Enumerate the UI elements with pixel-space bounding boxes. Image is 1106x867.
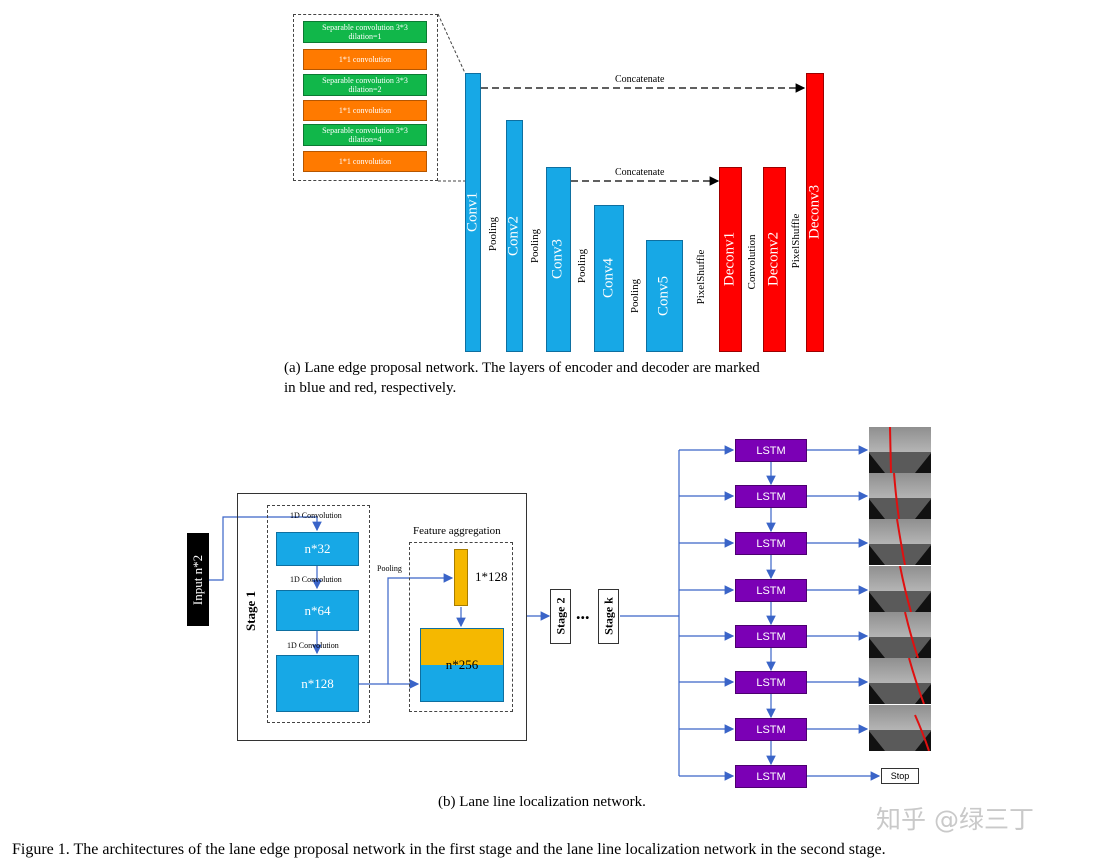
aggregated-feature: n*256 [420, 628, 504, 702]
caption-a-line2: in blue and red, respectively. [284, 380, 457, 396]
pooled-vector-label: 1*128 [475, 569, 508, 584]
detail-link-top [437, 13, 466, 74]
caption-a-line1: (a) Lane edge proposal network. The laye… [284, 360, 760, 376]
concatenate-label-mid: Concatenate [615, 167, 665, 178]
stage2-box [550, 589, 571, 644]
legend-text: 1*1 convolution [338, 157, 392, 166]
stage1-label: Stage 1 [243, 590, 258, 632]
block-n32-label: n*32 [304, 541, 331, 556]
lane-result-image-4 [869, 566, 931, 612]
lstm-label: LSTM [756, 490, 786, 503]
lstm-cell-2: LSTM [735, 485, 807, 508]
legend-sepconv-d2: Separable convolution 3*3 dilation=2 [303, 74, 427, 96]
lstm-cell-5: LSTM [735, 625, 807, 648]
lstm-cell-1: LSTM [735, 439, 807, 462]
lstm-cell-4: LSTM [735, 579, 807, 602]
aggregated-label: n*256 [445, 657, 479, 672]
layer-conv2 [506, 120, 523, 352]
stage2-label: Stage 2 [553, 597, 568, 635]
legend-text: Separable convolution 3*3 [322, 76, 408, 85]
stagek-label: Stage k [601, 597, 616, 635]
block-n32: n*32 [276, 532, 359, 566]
lstm-label: LSTM [756, 676, 786, 689]
stop-box: Stop [881, 768, 919, 784]
input-arrow [209, 516, 322, 581]
feature-aggregation-title: Feature aggregation [413, 525, 501, 537]
layer-conv4 [594, 205, 624, 352]
stop-label: Stop [890, 771, 910, 781]
lstm-label: LSTM [756, 444, 786, 457]
pooling-arrow [387, 573, 454, 684]
layer-deconv3 [806, 73, 824, 352]
conv-label-1: 1D Convolution [290, 511, 342, 520]
conv-group [267, 505, 370, 723]
layer-conv1 [465, 73, 481, 352]
legend-text: dilation=4 [348, 135, 382, 144]
lane-result-image-3 [869, 519, 931, 565]
figure-caption: Figure 1. The architectures of the lane … [12, 841, 886, 858]
lane-result-image-2 [869, 473, 931, 519]
block-n128-label: n*128 [301, 675, 334, 691]
conv-label-2: 1D Convolution [290, 575, 342, 584]
pooling-label: Pooling [377, 564, 402, 573]
lane-result-image-1 [869, 427, 931, 473]
block-n64-label: n*64 [304, 602, 331, 618]
legend-text: dilation=2 [348, 85, 382, 94]
lstm-label: LSTM [756, 723, 786, 736]
layer-conv5 [646, 240, 683, 352]
legend-sepconv-d4: Separable convolution 3*3 dilation=4 [303, 124, 427, 146]
lane-result-image-7 [869, 705, 931, 751]
stagek-box [598, 589, 619, 644]
input-label: Input n*2 [190, 554, 205, 606]
lstm-cell-3: LSTM [735, 532, 807, 555]
aggregated-top-half [421, 629, 503, 665]
stage1-box [237, 493, 527, 741]
lane-result-image-6 [869, 658, 931, 704]
lstm-label: LSTM [756, 630, 786, 643]
conv-label-3: 1D Convolution [287, 641, 339, 650]
input-box [187, 533, 209, 626]
legend-sepconv-d1: Separable convolution 3*3 dilation=1 [303, 21, 427, 43]
lstm-label: LSTM [756, 584, 786, 597]
caption-b: (b) Lane line localization network. [438, 794, 646, 810]
concatenate-label-top: Concatenate [615, 74, 665, 85]
legend-text: 1*1 convolution [338, 106, 392, 115]
layer-conv3 [546, 167, 571, 352]
legend-text: Separable convolution 3*3 [322, 23, 408, 32]
watermark: 知乎 @绿三丁 [876, 805, 1034, 834]
feature-aggregation-group [409, 542, 513, 712]
legend-1x1-conv-1: 1*1 convolution [303, 49, 427, 70]
lane-result-image-5 [869, 612, 931, 658]
block-n128: n*128 [276, 655, 359, 712]
lstm-cell-6: LSTM [735, 671, 807, 694]
lstm-cell-7: LSTM [735, 718, 807, 741]
block-detail-panel [293, 14, 438, 181]
legend-text: dilation=1 [348, 32, 382, 41]
legend-1x1-conv-2: 1*1 convolution [303, 100, 427, 121]
legend-1x1-conv-3: 1*1 convolution [303, 151, 427, 172]
layer-deconv2 [763, 167, 786, 352]
pooled-vector [454, 549, 468, 606]
aggregated-bottom-half [421, 665, 503, 701]
lstm-label: LSTM [756, 537, 786, 550]
stage-ellipsis: ... [576, 603, 590, 623]
layer-deconv1 [719, 167, 742, 352]
lstm-cell-8: LSTM [735, 765, 807, 788]
legend-text: Separable convolution 3*3 [322, 126, 408, 135]
block-n64: n*64 [276, 590, 359, 631]
lstm-label: LSTM [756, 770, 786, 783]
legend-text: 1*1 convolution [338, 55, 392, 64]
